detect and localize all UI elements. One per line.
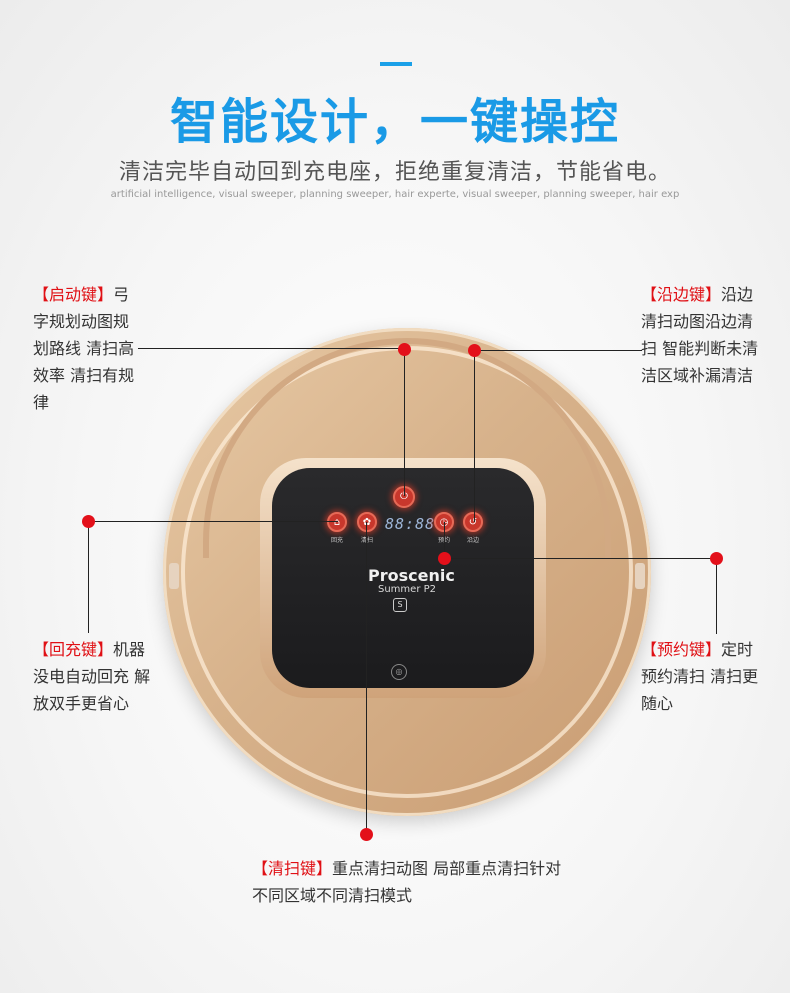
callout-schedule: 【预约键】定时预约清扫 清扫更随心 bbox=[641, 636, 759, 717]
return-callout-line bbox=[88, 521, 338, 522]
page-title: 智能设计，一键操控 bbox=[169, 94, 620, 150]
home-icon: ⌂ bbox=[333, 517, 341, 528]
accent-bar bbox=[380, 62, 412, 66]
return-callout-dot bbox=[82, 515, 95, 528]
return-charge-button[interactable]: ⌂ bbox=[327, 512, 347, 532]
edge-callout-dot bbox=[468, 344, 481, 357]
clock-icon: ◷ bbox=[440, 517, 449, 528]
callout-start-tag: 【启动键】 bbox=[33, 285, 114, 304]
robot-vacuum bbox=[163, 328, 651, 816]
edge-icon: ↺ bbox=[468, 517, 478, 528]
callout-schedule-text: 定时预约清扫 清扫更随心 bbox=[641, 640, 759, 713]
callout-edge-text: 沿边清扫动图沿边清扫 智能判断未清洁区域补漏清洁 bbox=[641, 285, 759, 385]
clean-callout-dot bbox=[360, 828, 373, 841]
callout-clean-text: 重点清扫动图 局部重点清扫针对不同区域不同清扫模式 bbox=[252, 859, 562, 905]
return-charge-label: 回充 bbox=[331, 537, 344, 544]
callout-return-text: 机器没电自动回充 解放双手更省心 bbox=[33, 640, 151, 713]
led-display: 88:88 bbox=[385, 515, 436, 533]
schedule-callout-line-v2 bbox=[716, 558, 717, 634]
start-callout-dot bbox=[398, 343, 411, 356]
power-icon: ⏻ bbox=[400, 491, 408, 502]
callout-return: 【回充键】机器没电自动回充 解放双手更省心 bbox=[33, 636, 151, 717]
schedule-callout-line bbox=[444, 558, 716, 559]
start-callout-line-v bbox=[404, 348, 405, 496]
callout-start-text: 弓字规划动图规划路线 清扫高效率 清扫有规律 bbox=[33, 285, 135, 412]
clean-button[interactable]: ✿ bbox=[357, 512, 377, 532]
callout-edge-tag: 【沿边键】 bbox=[641, 285, 722, 304]
model-name: Summer P2 bbox=[378, 584, 437, 595]
schedule-callout-line-v bbox=[444, 522, 445, 558]
start-callout-line bbox=[138, 348, 404, 349]
clean-label: 清扫 bbox=[361, 537, 374, 544]
schedule-callout-dot bbox=[710, 552, 723, 565]
robot-side-right bbox=[635, 563, 645, 589]
callout-start: 【启动键】弓字规划动图规划路线 清扫高效率 清扫有规律 bbox=[33, 281, 143, 416]
page-subtitle: 清洁完毕自动回到充电座，拒绝重复清洁，节能省电。 bbox=[118, 160, 671, 185]
callout-clean-tag: 【清扫键】 bbox=[252, 859, 333, 878]
callout-clean: 【清扫键】重点清扫动图 局部重点清扫针对不同区域不同清扫模式 bbox=[252, 855, 572, 909]
edge-button[interactable]: ↺ bbox=[463, 512, 483, 532]
clean-callout-line bbox=[366, 522, 367, 834]
edge-callout-line-v bbox=[474, 350, 475, 522]
tagline: artificial intelligence, visual sweeper,… bbox=[110, 189, 680, 200]
return-callout-line-v bbox=[88, 521, 89, 633]
edge-callout-line bbox=[474, 350, 642, 351]
s-badge: S bbox=[393, 598, 407, 612]
edge-label: 沿边 bbox=[467, 537, 480, 544]
callout-return-tag: 【回充键】 bbox=[33, 640, 114, 659]
callout-edge: 【沿边键】沿边清扫动图沿边清扫 智能判断未清洁区域补漏清洁 bbox=[641, 281, 759, 389]
schedule-callout-dot-inner bbox=[438, 552, 451, 565]
callout-schedule-tag: 【预约键】 bbox=[641, 640, 722, 659]
wifi-icon: ◎ bbox=[391, 664, 407, 680]
robot-side-left bbox=[169, 563, 179, 589]
brand-logo: Proscenic bbox=[368, 566, 455, 585]
